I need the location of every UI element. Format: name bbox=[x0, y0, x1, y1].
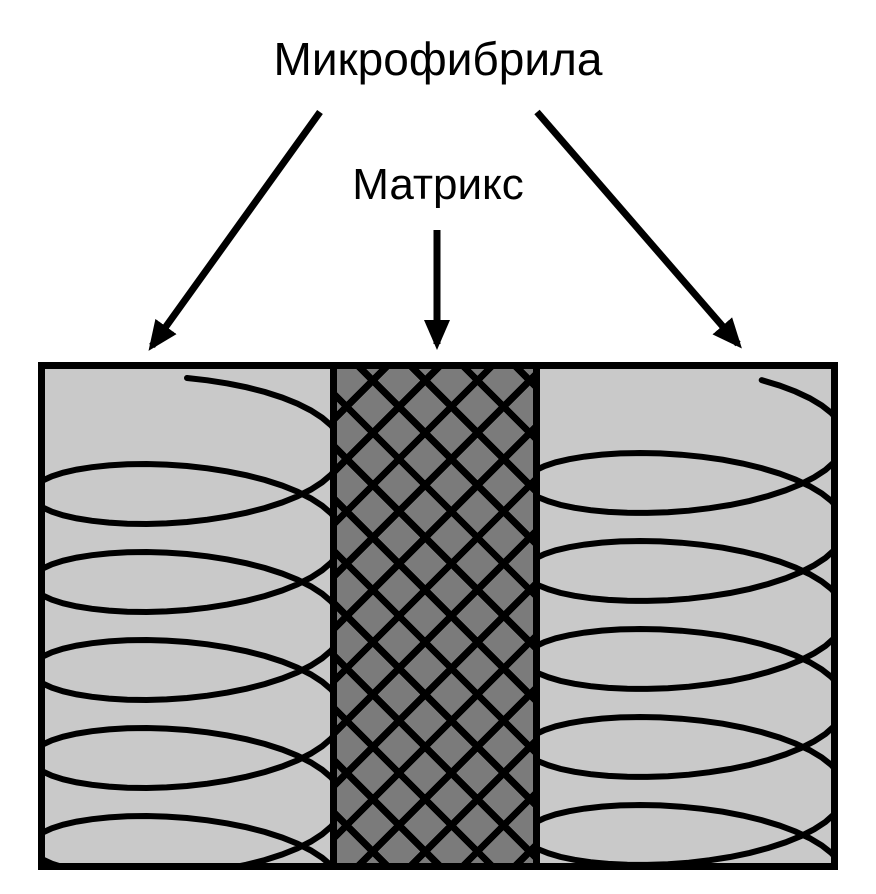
fibril-section-left bbox=[45, 369, 330, 863]
microfibril-label: Микрофибрила bbox=[273, 33, 603, 85]
arrow-to-right-fibril bbox=[534, 109, 742, 349]
figure-box bbox=[38, 362, 838, 870]
arrow-to-left-fibril bbox=[148, 109, 323, 351]
coil-pattern-left bbox=[45, 375, 330, 863]
fibril-section-right bbox=[540, 369, 831, 863]
matrix-label: Матрикс bbox=[352, 160, 524, 209]
coil-pattern-right bbox=[540, 377, 831, 863]
matrix-section bbox=[330, 369, 540, 863]
